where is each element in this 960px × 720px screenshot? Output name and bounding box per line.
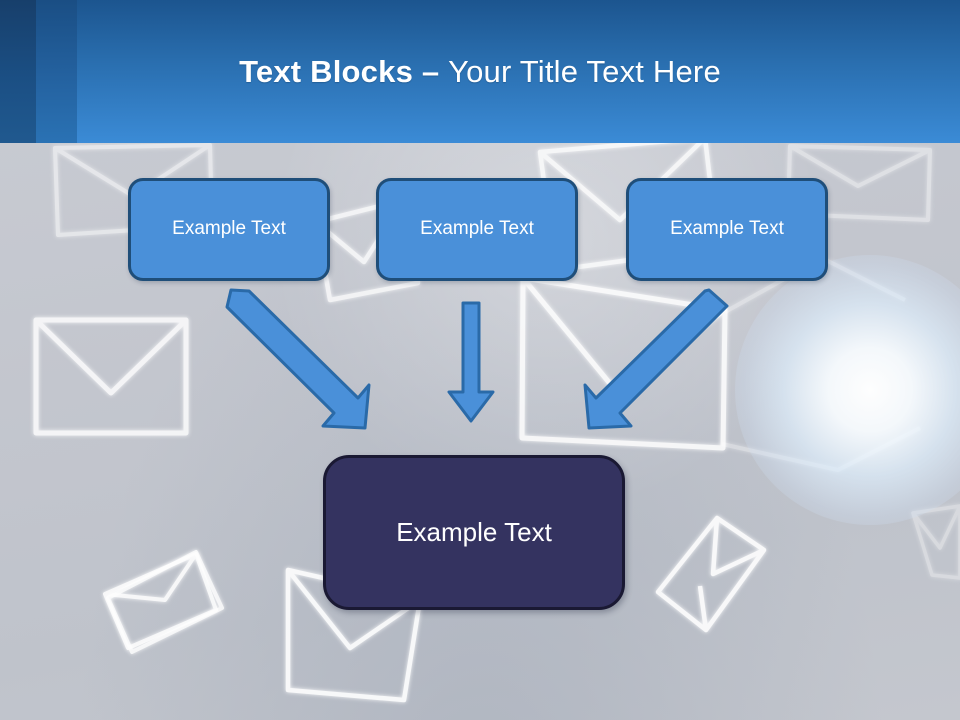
page-title-regular: Your Title Text Here xyxy=(448,53,721,89)
top-box-2[interactable]: Example Text xyxy=(376,178,578,281)
slide-header: Text Blocks – Your Title Text Here xyxy=(0,0,960,143)
top-box-3-label: Example Text xyxy=(670,218,784,240)
page-title: Text Blocks – Your Title Text Here xyxy=(0,0,960,143)
header-background xyxy=(0,0,960,143)
top-box-1[interactable]: Example Text xyxy=(128,178,330,281)
header-accent-band-dark xyxy=(0,0,36,143)
bottom-box-label: Example Text xyxy=(396,516,552,547)
top-box-3[interactable]: Example Text xyxy=(626,178,828,281)
bottom-box[interactable]: Example Text xyxy=(323,455,625,610)
top-box-1-label: Example Text xyxy=(172,218,286,240)
top-box-2-label: Example Text xyxy=(420,218,534,240)
page-title-bold: Text Blocks – xyxy=(239,53,449,89)
header-accent-band-mid xyxy=(36,0,77,143)
